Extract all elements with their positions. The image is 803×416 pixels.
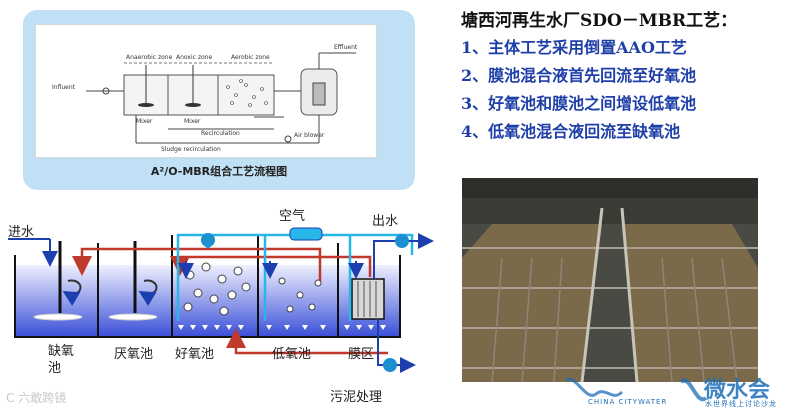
tank-photo: [462, 178, 758, 382]
label-tank-aerobic: 好氧池: [175, 347, 215, 362]
label-tank-low-oxygen: 低氧池: [272, 347, 312, 362]
label-mixer-2: Mixer: [184, 118, 201, 125]
process-schematic: [8, 227, 434, 373]
flow-chart-sheet: Anaerobic zone Anoxic zone Aerobic zone …: [35, 24, 377, 158]
label-effluent: Effluent: [334, 44, 358, 51]
point-4: 4、低氧池混合液回流至缺氧池: [461, 122, 681, 141]
brand-watermark: [556, 372, 803, 412]
label-aerobic-zone: Aerobic zone: [231, 54, 270, 61]
label-outlet: 出水: [372, 214, 399, 229]
label-membrane-zone: 膜区: [348, 347, 375, 362]
label-air: 空气: [279, 209, 306, 224]
label-sludge-treatment: 污泥处理: [330, 390, 383, 405]
brand-name: 微水会: [704, 378, 771, 403]
label-tank-anoxic: 缺氧 池: [48, 344, 75, 376]
label-anaerobic-zone: Anaerobic zone: [126, 54, 173, 61]
flow-chart-drawing: Anaerobic zone Anoxic zone Aerobic zone …: [52, 44, 358, 153]
label-tank-anaerobic: 厌氧池: [114, 347, 154, 362]
label-inlet: 进水: [8, 225, 35, 240]
left-watermark: C 六敢跨镜: [6, 391, 67, 405]
label-influent: Influent: [52, 84, 76, 91]
label-anoxic-zone: Anoxic zone: [176, 54, 212, 61]
label-mixer-1: Mixer: [136, 118, 153, 125]
flow-chart-caption: A²/O-MBR组合工艺流程图: [150, 165, 288, 178]
page-title: 塘西河再生水厂SDO－MBR工艺：: [461, 11, 738, 31]
brand-slogan: 水世界线上讨论沙龙: [705, 400, 777, 408]
point-1: 1、主体工艺采用倒置AAO工艺: [461, 38, 687, 57]
label-sludge-recirculation: Sludge recirculation: [161, 146, 221, 153]
label-recirculation: Recirculation: [201, 130, 240, 137]
brand-english: CHINA CITYWATER: [588, 398, 668, 406]
point-3: 3、好氧池和膜池之间增设低氧池: [461, 94, 697, 113]
point-2: 2、膜池混合液首先回流至好氧池: [461, 66, 697, 85]
label-air-blower: Air blower: [294, 132, 325, 139]
